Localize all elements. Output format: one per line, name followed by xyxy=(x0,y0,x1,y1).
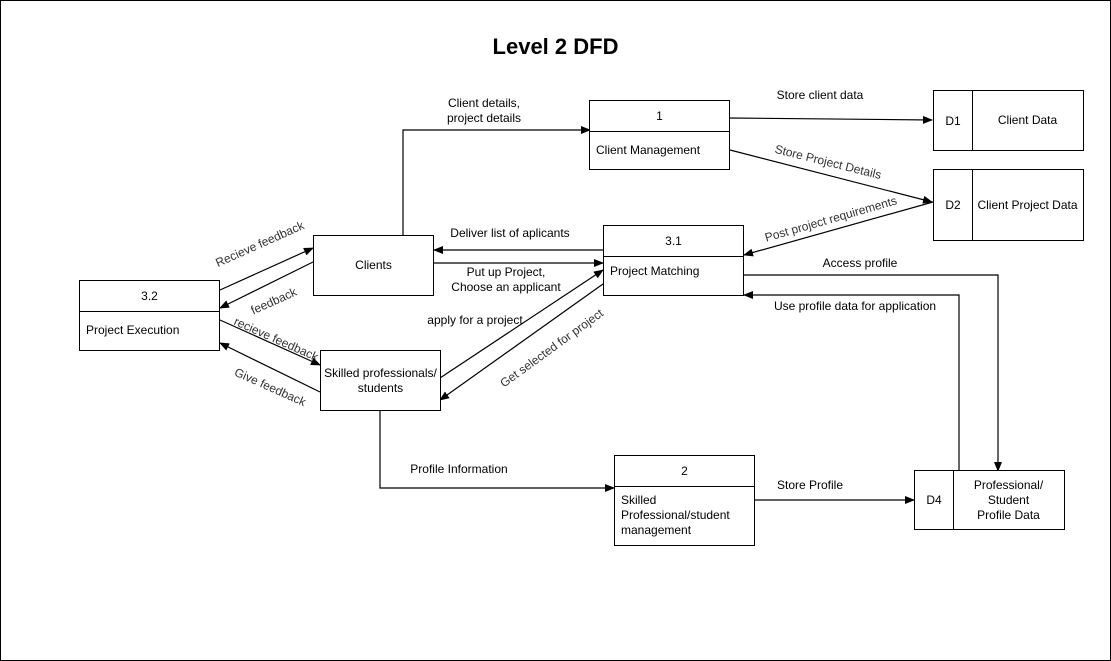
store-name: Client Project Data xyxy=(977,197,1078,212)
flow-recieve-feedback-skilled xyxy=(219,319,321,366)
flow-get-selected xyxy=(439,283,604,401)
entity-clients: Clients xyxy=(313,235,434,296)
store-client-data: D1 Client Data xyxy=(933,90,1084,151)
label-put-up-project: Put up Project, Choose an applicant xyxy=(451,265,561,294)
label-use-profile-data: Use profile data for application xyxy=(773,299,937,313)
label-store-profile: Store Profile xyxy=(776,478,844,492)
flow-feedback xyxy=(219,261,314,309)
label-profile-information: Profile Information xyxy=(410,462,508,476)
label-client-details: Client details, project details xyxy=(436,96,532,126)
store-profile-data: D4 Professional/ Student Profile Data xyxy=(914,470,1065,530)
process-id: 1 xyxy=(590,101,729,132)
store-name: Professional/ Student Profile Data xyxy=(973,477,1044,522)
flow-give-feedback xyxy=(219,342,321,393)
store-client-project-data: D2 Client Project Data xyxy=(933,169,1084,241)
process-project-execution: 3.2 Project Execution xyxy=(79,280,220,351)
process-name: Skilled Professional/student management xyxy=(621,493,730,537)
store-name: Client Data xyxy=(997,113,1058,127)
flow-store-client-data xyxy=(729,115,933,124)
flow-apply-project xyxy=(439,269,604,379)
diagram-title: Level 2 DFD xyxy=(492,34,619,59)
process-client-management: 1 Client Management xyxy=(589,100,730,170)
process-id: 2 xyxy=(615,456,754,487)
flow-client-details xyxy=(402,126,591,235)
flow-post-requirements xyxy=(743,201,934,257)
process-name: Project Execution xyxy=(86,323,180,337)
store-id: D1 xyxy=(934,91,973,150)
flow-store-project-details xyxy=(729,149,933,204)
process-project-matching: 3.1 Project Matching xyxy=(603,225,744,296)
flow-access-profile xyxy=(744,274,1002,472)
process-skilled-management: 2 Skilled Professional/student managemen… xyxy=(614,455,755,546)
flow-profile-information xyxy=(379,410,615,492)
label-apply-project: apply for a project xyxy=(427,313,523,327)
label-deliver-list: Deliver list of aplicants xyxy=(450,226,570,240)
process-name: Project Matching xyxy=(610,264,700,278)
process-id: 3.2 xyxy=(80,281,219,312)
process-name: Client Management xyxy=(596,142,701,157)
flow-use-profile-data xyxy=(743,291,960,470)
store-id: D2 xyxy=(934,170,973,240)
flow-recieve-feedback-clients xyxy=(219,247,314,291)
label-store-client-data: Store client data xyxy=(772,88,868,103)
store-id: D4 xyxy=(915,471,954,529)
entity-skilled-professionals: Skilled professionals/ students xyxy=(320,350,441,411)
label-access-profile: Access profile xyxy=(822,256,898,270)
process-id: 3.1 xyxy=(604,226,743,257)
